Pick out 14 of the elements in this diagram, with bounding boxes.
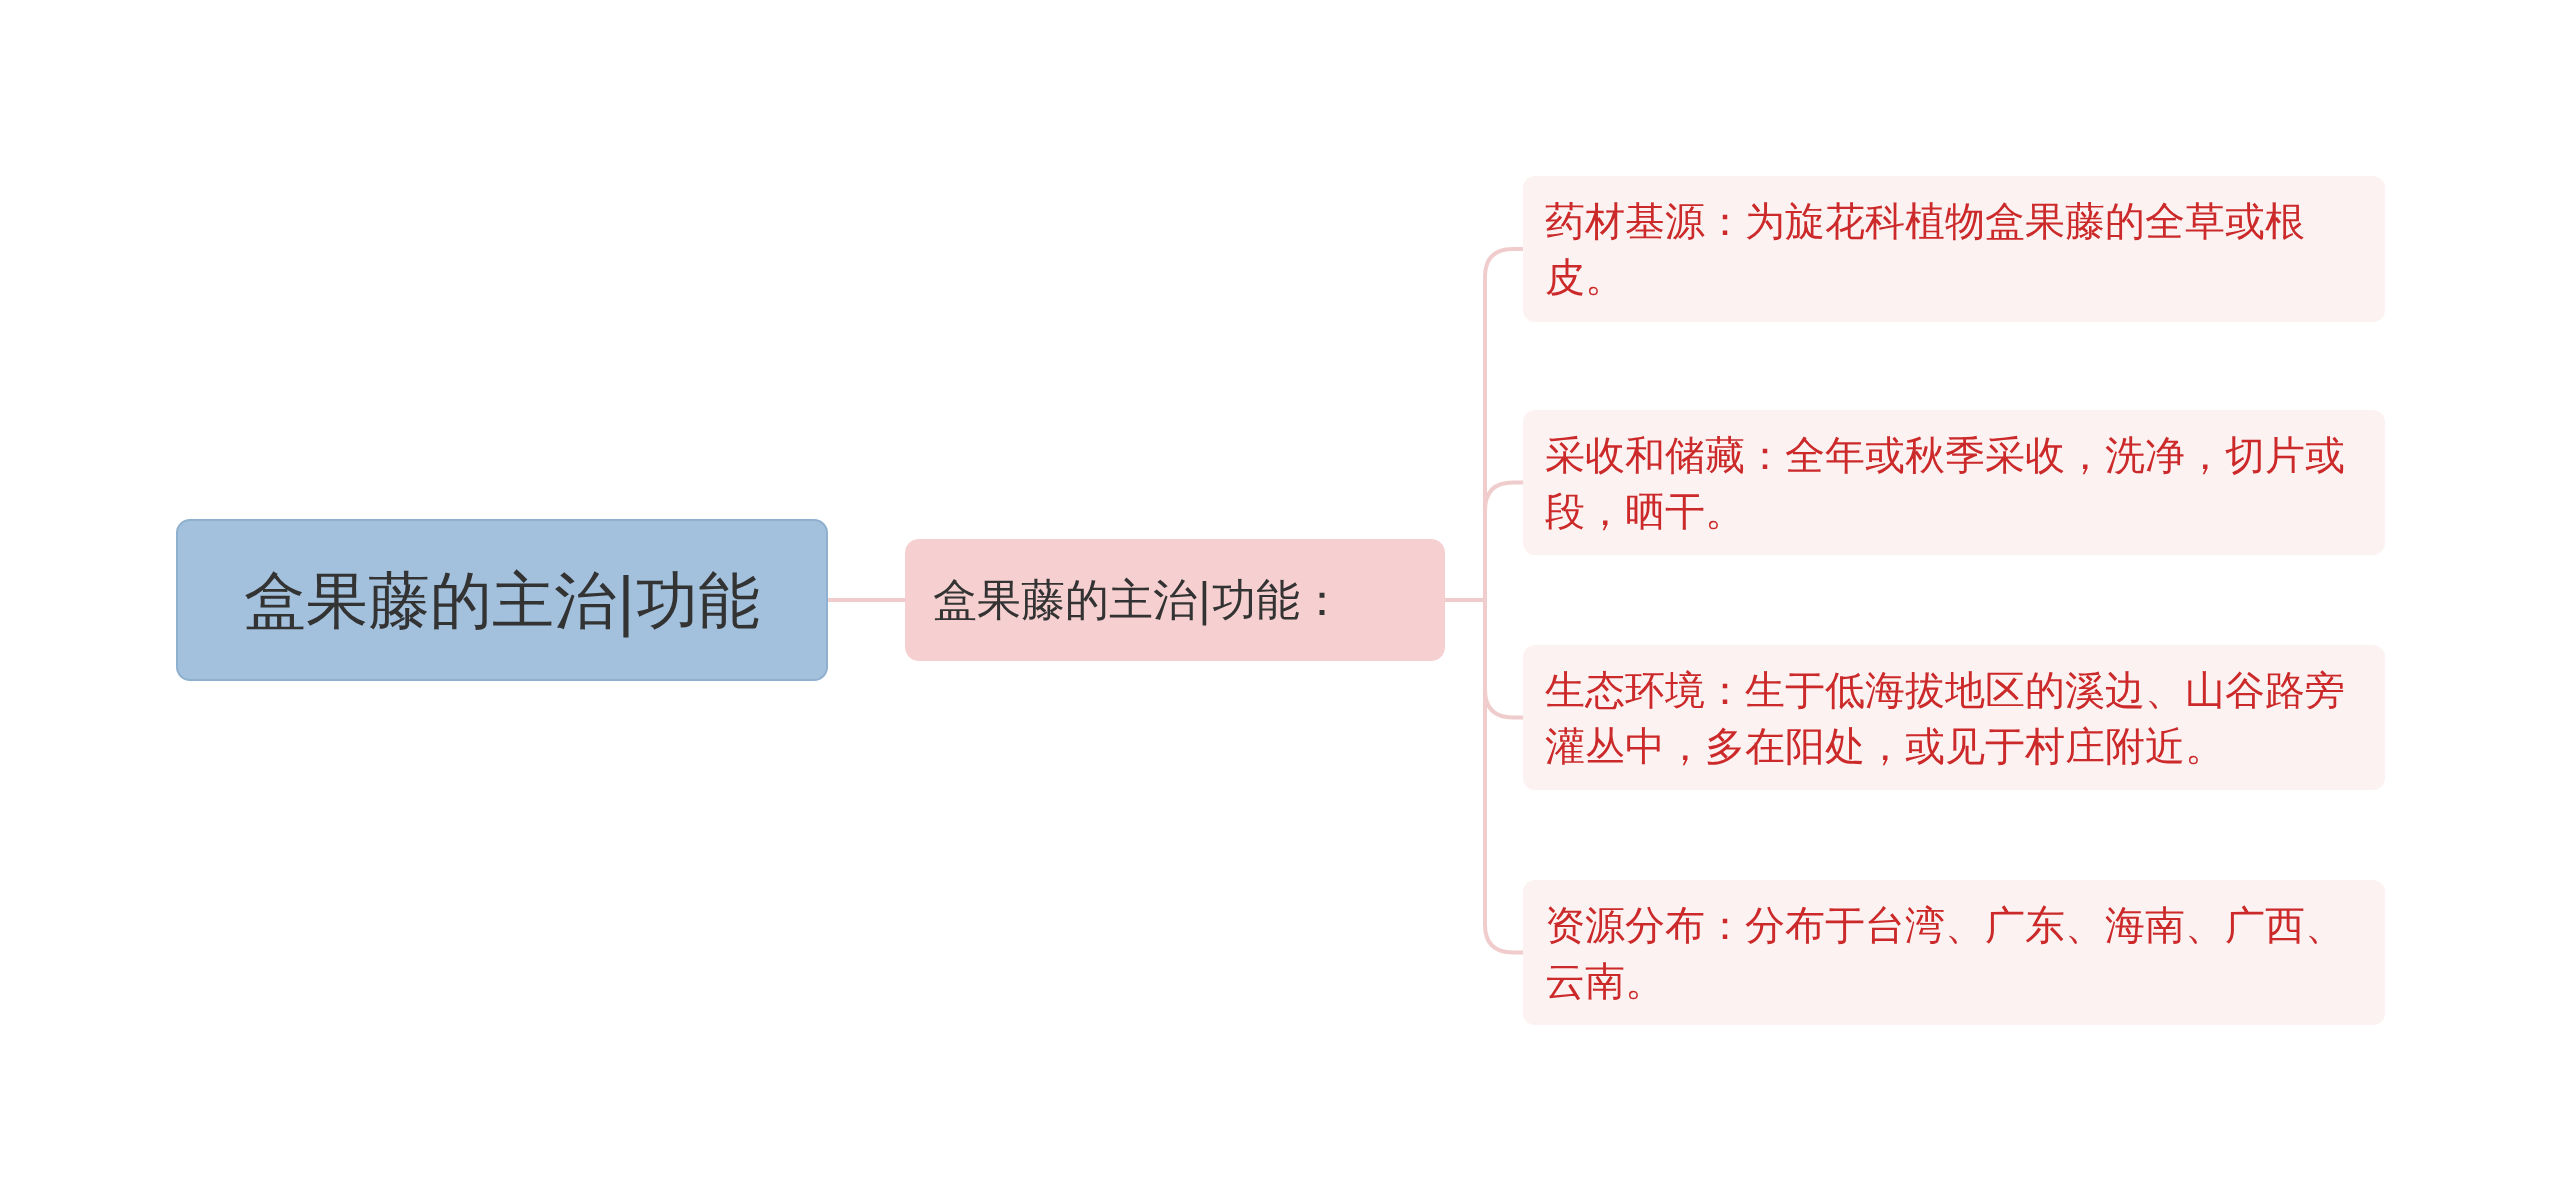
- connector-line: [1445, 598, 1523, 955]
- connector-line: [828, 598, 905, 602]
- detail-box: [1523, 880, 2385, 1025]
- root-topic: [176, 519, 828, 681]
- detail-box: [1523, 645, 2385, 790]
- detail-box: [1523, 176, 2385, 322]
- node-text: 盒果藤的主治|功能：: [933, 573, 1344, 628]
- node-text: 采收和储藏：全年或秋季采收，洗净，切片或段，晒干。: [1545, 430, 2346, 536]
- node-text: 盒果藤的主治|功能: [243, 562, 761, 640]
- node-text: 生态环境：生于低海拔地区的溪边、山谷路旁灌丛中，多在阳处，或见于村庄附近。: [1545, 665, 2346, 771]
- node-text: 资源分布：分布于台湾、广东、海南、广西、云南。: [1545, 900, 2346, 1006]
- detail-box: [1523, 410, 2385, 555]
- node-text: 药材基源：为旋花科植物盒果藤的全草或根皮。: [1545, 197, 2306, 302]
- subtopic-box: [905, 539, 1445, 661]
